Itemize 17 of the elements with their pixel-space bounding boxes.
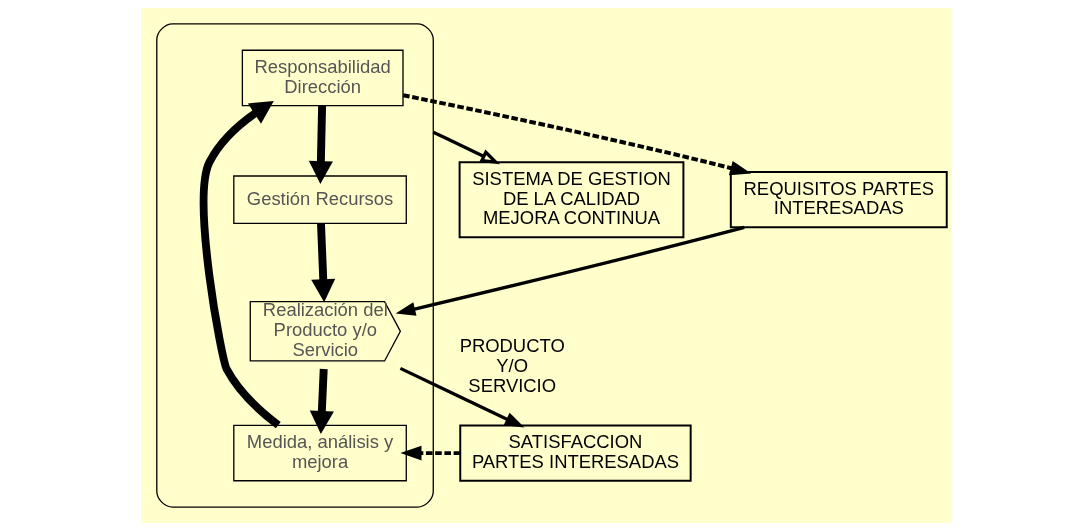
arrow	[199, 101, 281, 429]
arrow	[399, 445, 460, 461]
arrow	[309, 368, 334, 434]
node-box: SISTEMA DE GESTION DE LA CALIDAD MEJORA CONTINUA	[458, 161, 684, 239]
node-box: Gestión Recursos	[232, 175, 407, 225]
cluster	[155, 23, 434, 508]
arrow	[432, 130, 500, 165]
node-box: SATISFACCION PARTES INTERESADAS	[458, 424, 692, 482]
arrow	[402, 93, 751, 176]
arrow	[310, 223, 335, 303]
edge-label: PRODUCTO Y/O SERVICIO	[459, 335, 565, 396]
arrow	[395, 225, 745, 316]
arrow	[399, 366, 524, 428]
arrow	[308, 105, 333, 185]
node-box: Responsabilidad Dirección	[241, 49, 404, 107]
node-box: Medida, análisis y mejora	[232, 424, 407, 482]
node-box: REQUISITOS PARTES INTERESADAS	[729, 171, 948, 229]
